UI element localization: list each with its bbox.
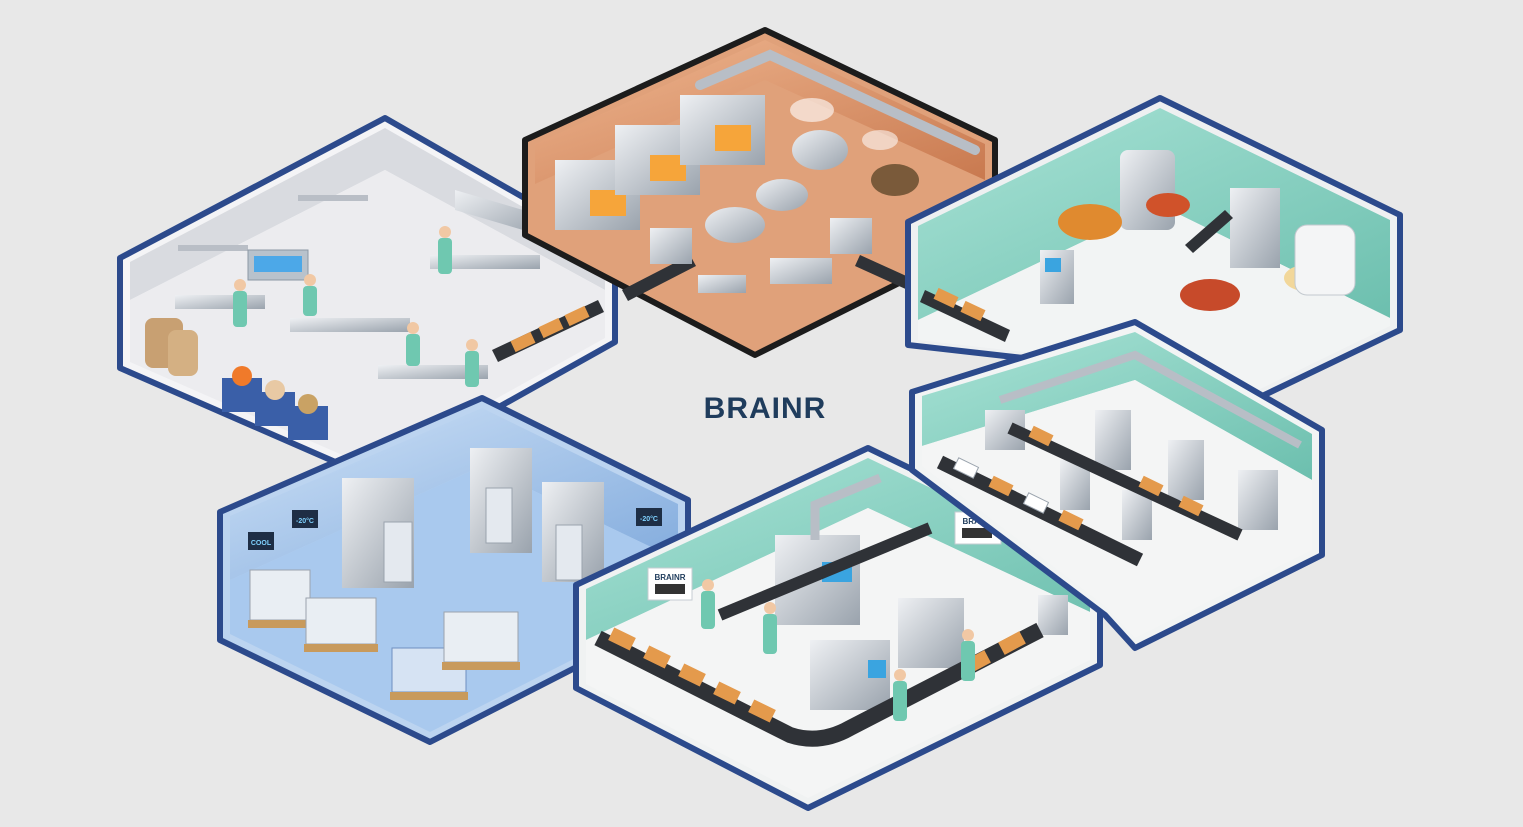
temperature-display-text: COOL: [251, 540, 272, 547]
onion-pile: [265, 380, 285, 400]
worker-figure: [406, 322, 420, 366]
worker-figure: [701, 579, 715, 629]
cooking-conveyor: [622, 255, 696, 301]
food-tray: [988, 475, 1014, 497]
stove-pot: [705, 207, 765, 243]
prep-table: [378, 365, 488, 379]
food-tray: [1058, 509, 1084, 531]
cooking-conveyor: [855, 255, 915, 291]
food-tray: [952, 457, 980, 479]
worker-figure: [465, 339, 479, 387]
mixing-conveyor: [1185, 210, 1233, 253]
control-cabinet: [1230, 188, 1280, 268]
carrot-pile: [232, 366, 252, 386]
portion-dispenser: [1095, 410, 1131, 470]
barcode: [655, 584, 685, 594]
packaging-conveyor: [717, 522, 933, 621]
potato-pile: [298, 394, 318, 414]
temperature-display: [292, 510, 318, 528]
tunnel-unit: [650, 228, 692, 264]
prep-sink-water: [254, 256, 302, 272]
sauce-bowl: [1058, 204, 1122, 240]
tunnel-unit: [830, 218, 872, 254]
cooking-duct: [695, 49, 980, 155]
worker-figure: [303, 274, 317, 316]
mixing-conveyor: [920, 290, 1010, 342]
food-tray: [1028, 425, 1054, 447]
cooking-table: [698, 275, 746, 293]
food-tray: [960, 300, 986, 322]
mixer-machine: [1120, 150, 1175, 230]
portioning-back-wall: [922, 332, 1312, 480]
cooking-room-panel: [522, 27, 998, 358]
sauce-bowl: [1146, 193, 1190, 217]
stand-mixer: [1294, 224, 1356, 296]
food-tray: [748, 699, 776, 723]
portioning-line-panel: [909, 319, 1325, 651]
worker-figure: [438, 226, 452, 274]
portioning-duct: [998, 350, 1302, 449]
oven-unit: [680, 95, 765, 165]
portion-dispenser: [1168, 440, 1204, 500]
food-tray: [643, 645, 671, 669]
packaging-line-panel: BRAINR BRAINR: [573, 445, 1103, 811]
mixing-room-floor: [918, 205, 1390, 390]
brand-label-text: BRAINR: [654, 573, 685, 582]
chiller-rack: [555, 524, 583, 581]
cold-storage-back-wall: [230, 408, 678, 580]
cold-storage-panel: COOL -20°C -20°C: [217, 395, 691, 745]
prep-hood: [455, 190, 540, 235]
chiller-rack: [383, 521, 413, 583]
prep-shelf: [298, 195, 368, 201]
food-tray: [678, 663, 706, 687]
temperature-display-text: -20°C: [296, 517, 314, 525]
soup-kettle: [871, 164, 919, 196]
barcode: [962, 528, 992, 538]
food-tray: [538, 317, 564, 339]
control-screen: [1045, 258, 1061, 272]
packaging-duct: [810, 473, 882, 540]
meal-pallet: [304, 597, 378, 652]
chiller-rack: [485, 487, 513, 544]
prep-table: [290, 318, 410, 332]
food-tray: [608, 627, 636, 651]
food-tray: [564, 305, 590, 327]
stove-range: [770, 258, 832, 284]
meal-pallet: [442, 611, 520, 670]
sauce-bowl: [1180, 279, 1240, 311]
food-tray: [510, 331, 536, 353]
food-tray: [713, 681, 741, 705]
packaging-conveyor: [594, 622, 1044, 747]
cooking-kettle: [792, 130, 848, 170]
food-tray: [998, 631, 1026, 655]
prep-table: [430, 255, 540, 269]
food-tray: [933, 287, 959, 309]
meal-pallet: [248, 569, 312, 628]
machine-screen: [868, 660, 886, 678]
temperature-display: [248, 532, 274, 550]
prep-shelf: [178, 245, 248, 251]
prep-table: [175, 295, 265, 309]
prep-room-panel: [117, 115, 618, 481]
steam-cloud: [862, 130, 898, 150]
wall-terminal: [1038, 595, 1068, 635]
brand-logo: BRAINR: [703, 392, 827, 425]
temperature-display-text: -20°C: [640, 515, 658, 523]
worker-figure: [233, 279, 247, 327]
food-tray: [1178, 495, 1204, 517]
worker-figure: [961, 629, 975, 681]
mixing-room-panel: [905, 95, 1403, 401]
temperature-display: [636, 508, 662, 526]
labeling-machine: [898, 598, 964, 668]
food-tray: [1022, 492, 1050, 514]
potato-sack: [168, 330, 198, 376]
stove-pot: [756, 179, 808, 211]
portion-dispenser: [1238, 470, 1278, 530]
steam-cloud: [790, 98, 834, 122]
food-tray: [1138, 475, 1164, 497]
worker-figure: [763, 602, 777, 654]
worker-figure: [893, 669, 907, 721]
